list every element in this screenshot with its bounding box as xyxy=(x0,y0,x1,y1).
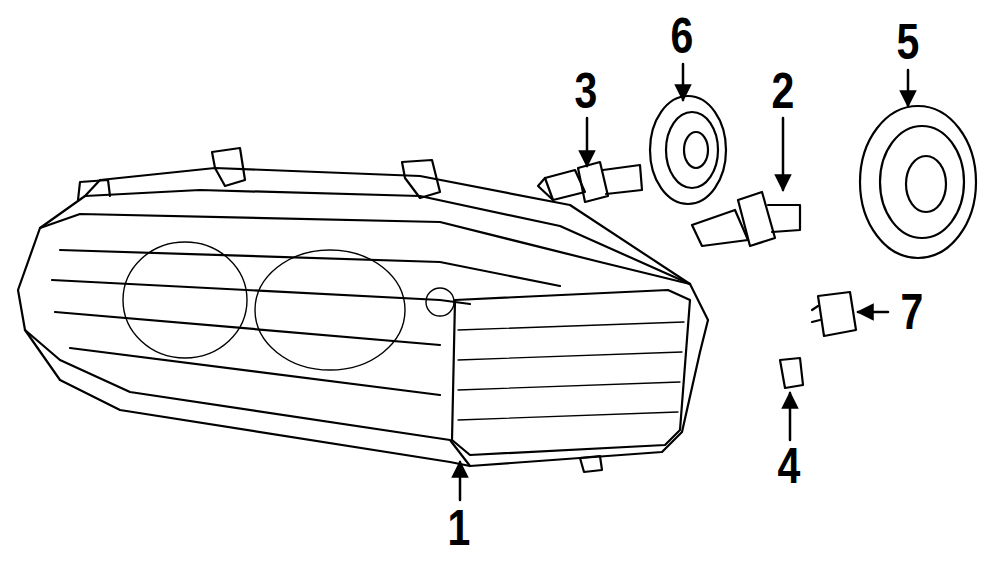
housing-outline xyxy=(18,190,708,466)
mount-tab xyxy=(212,148,245,186)
turn-signal-lens xyxy=(452,290,690,455)
lens-pattern xyxy=(426,288,454,316)
mount-tab xyxy=(580,456,602,472)
socket-core xyxy=(906,156,946,212)
lens-rib xyxy=(55,312,440,345)
reflector xyxy=(123,242,247,358)
bulb-glass xyxy=(692,210,748,246)
leader-arrow xyxy=(907,70,910,106)
callout-number: 1 xyxy=(448,503,471,553)
bulb-socket xyxy=(650,96,726,204)
socket-ring xyxy=(860,106,976,258)
headlamp-socket xyxy=(860,106,976,258)
bulb-glass xyxy=(780,358,803,388)
leader-arrow xyxy=(459,462,462,500)
leader-arrow xyxy=(682,64,685,100)
socket-ring xyxy=(650,96,726,204)
callout-number: 2 xyxy=(772,66,795,116)
bulb-pins xyxy=(768,205,800,232)
callout-number: 4 xyxy=(778,441,801,491)
socket-body xyxy=(818,292,856,336)
bulb-tip xyxy=(538,178,553,200)
bulb-flange xyxy=(738,192,775,246)
wedge-bulb xyxy=(780,358,803,388)
lens-bottom-edge xyxy=(25,330,470,466)
reflector xyxy=(255,250,405,370)
leader-arrow xyxy=(858,311,888,314)
leader-lines xyxy=(460,64,908,500)
housing-back xyxy=(85,168,690,284)
callout-number: 5 xyxy=(897,17,920,67)
small-socket xyxy=(812,292,856,336)
mount-tab xyxy=(78,180,110,200)
callout-number: 3 xyxy=(575,66,598,116)
headlamp-bulb xyxy=(692,192,800,246)
lens-rib xyxy=(60,250,560,286)
leader-arrow xyxy=(586,118,589,166)
callout-number: 6 xyxy=(671,11,694,61)
lens-top-edge xyxy=(40,214,690,284)
bulb-connector xyxy=(603,165,642,194)
lens-rib xyxy=(70,348,440,395)
turn-signal-rib xyxy=(458,322,684,420)
leader-arrow xyxy=(782,118,785,190)
leader-arrow xyxy=(789,393,792,440)
socket-inner xyxy=(666,112,718,188)
socket-core xyxy=(684,132,708,168)
mount-tab xyxy=(402,160,440,198)
bulb-base xyxy=(578,162,608,202)
callout-number: 7 xyxy=(901,287,924,337)
socket-tab xyxy=(812,306,820,322)
socket-inner xyxy=(880,126,964,238)
halogen-bulb xyxy=(538,162,642,202)
lens-rib xyxy=(52,280,470,304)
headlight-housing xyxy=(18,148,708,472)
